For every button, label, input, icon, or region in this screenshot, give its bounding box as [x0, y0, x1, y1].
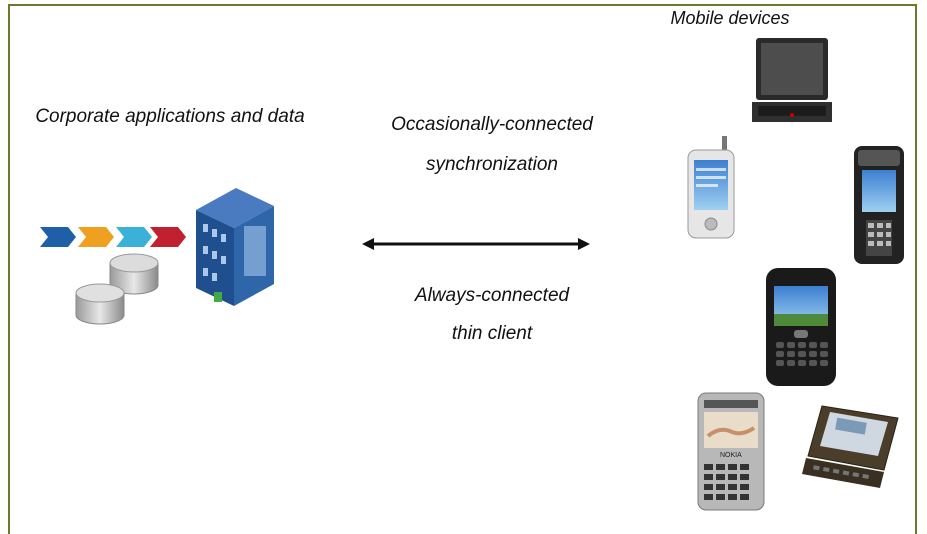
nokia-phone-icon: NOKIA [697, 392, 765, 511]
double-arrow-icon [362, 238, 590, 250]
always-connected-label-line2: thin client [451, 323, 533, 344]
nokia-brand-text: NOKIA [720, 452, 742, 459]
process-arrows-icon [40, 227, 186, 247]
rugged-scanner-icon [854, 146, 904, 264]
diagram-frame [8, 4, 917, 534]
handheld-pc-icon [802, 405, 899, 488]
pda-phone-icon [687, 136, 735, 239]
server-building-icon [196, 188, 274, 306]
sync-label-line2: synchronization [425, 154, 559, 175]
laptop-icon [752, 38, 832, 122]
mobile-devices-label: Mobile devices [670, 8, 790, 28]
blackberry-icon [766, 268, 836, 386]
database-cylinder-icon [75, 253, 159, 325]
always-connected-label-line1: Always-connected [414, 285, 570, 306]
corporate-label: Corporate applications and data [35, 106, 305, 127]
sync-label-line1: Occasionally-connected [391, 114, 593, 135]
